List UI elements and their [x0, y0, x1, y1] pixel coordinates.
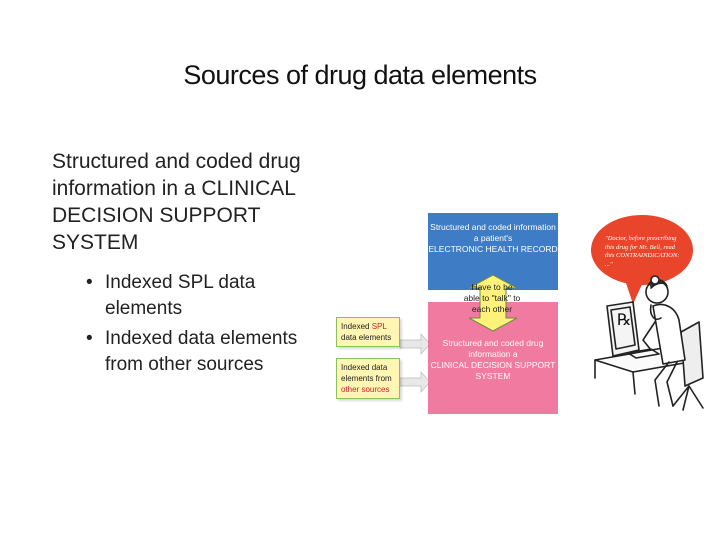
speech-bubble — [591, 215, 693, 285]
arrow-icon — [399, 371, 431, 393]
speech-bubble-text: "Doctor, before prescribing this drug fo… — [605, 235, 680, 268]
cds-box-text: Structured and coded drug information a — [442, 338, 544, 359]
body-text: Structured and coded drug information in… — [52, 148, 322, 382]
spl-card: Indexed SPL data elements — [336, 317, 400, 347]
doctor-at-computer-illustration — [594, 275, 704, 411]
bullet-item: •Indexed SPL data elements — [86, 272, 256, 319]
bullet-item: •Indexed data elements from other source… — [86, 328, 298, 375]
diagram: Structured and coded drug information a … — [333, 210, 708, 420]
talk-arrow-text: Have to be able to "talk" to each other — [463, 282, 521, 314]
ehr-box-text: Structured and coded information a patie… — [430, 222, 556, 243]
double-arrow-icon — [468, 274, 518, 332]
prescription-icon: ℞ — [617, 312, 632, 329]
bullet-dot: • — [86, 328, 93, 349]
lead-text: Structured and coded drug information in… — [52, 150, 301, 254]
ehr-box-highlight: ELECTRONIC HEALTH RECORD — [428, 244, 558, 254]
other-sources-card: Indexed data elements from other sources — [336, 358, 400, 399]
slide-title: Sources of drug data elements — [183, 60, 537, 90]
bullet-dot: • — [86, 272, 93, 293]
bullet-list: •Indexed SPL data elements •Indexed data… — [52, 270, 322, 378]
arrow-icon — [399, 333, 431, 355]
cds-box-highlight: CLINICAL DECISION SUPPORT SYSTEM — [430, 360, 556, 381]
connector-arrows — [399, 333, 431, 393]
